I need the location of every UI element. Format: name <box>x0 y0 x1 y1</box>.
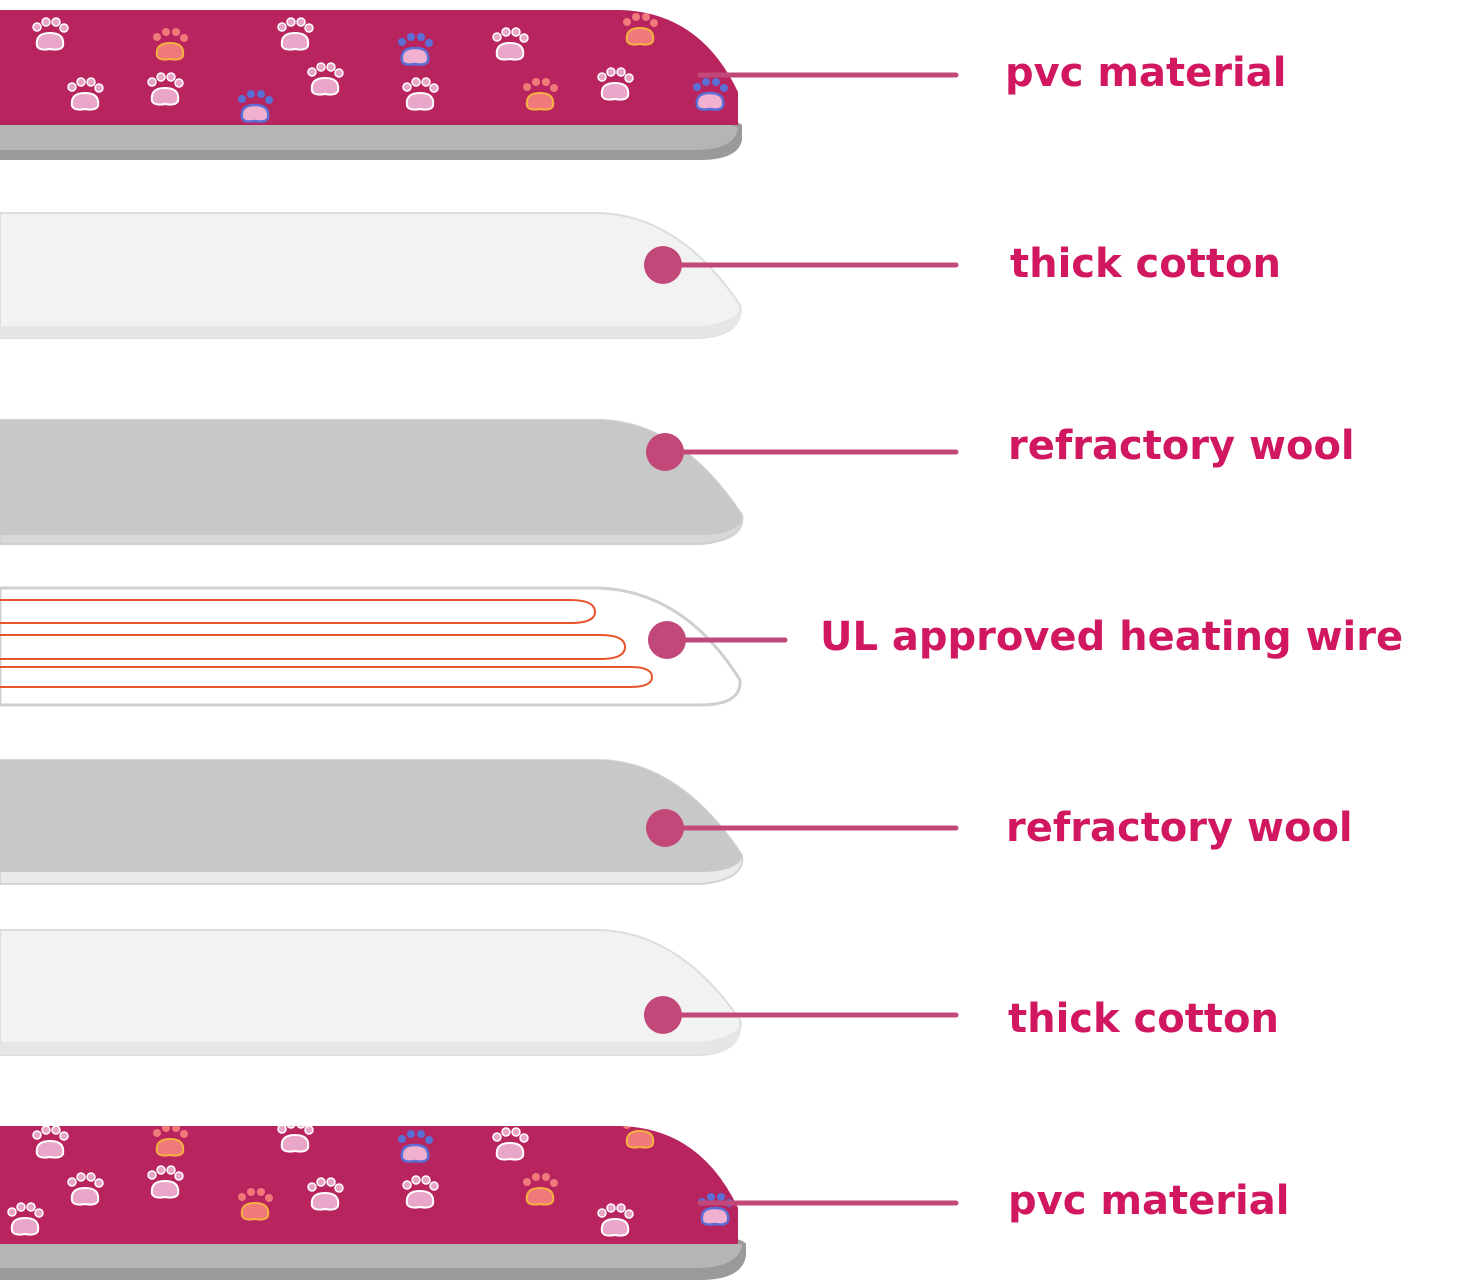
cotton-layer-2 <box>0 929 743 1056</box>
label-pvc-material-bottom: pvc material <box>1008 1178 1290 1224</box>
label-thick-cotton-1: thick cotton <box>1010 241 1281 287</box>
heating-wire-layer <box>0 586 742 707</box>
cotton-layer-1 <box>0 212 743 339</box>
pvc-layer-bottom <box>0 1126 746 1280</box>
pvc-layer-top <box>0 10 742 160</box>
label-refractory-wool-1: refractory wool <box>1008 423 1355 469</box>
label-refractory-wool-2: refractory wool <box>1006 805 1353 851</box>
wool-layer-2 <box>0 759 744 885</box>
label-pvc-material-top: pvc material <box>1005 50 1287 96</box>
wool-layer-1 <box>0 419 744 545</box>
label-thick-cotton-2: thick cotton <box>1008 996 1279 1042</box>
label-heating-wire: UL approved heating wire <box>820 614 1404 660</box>
